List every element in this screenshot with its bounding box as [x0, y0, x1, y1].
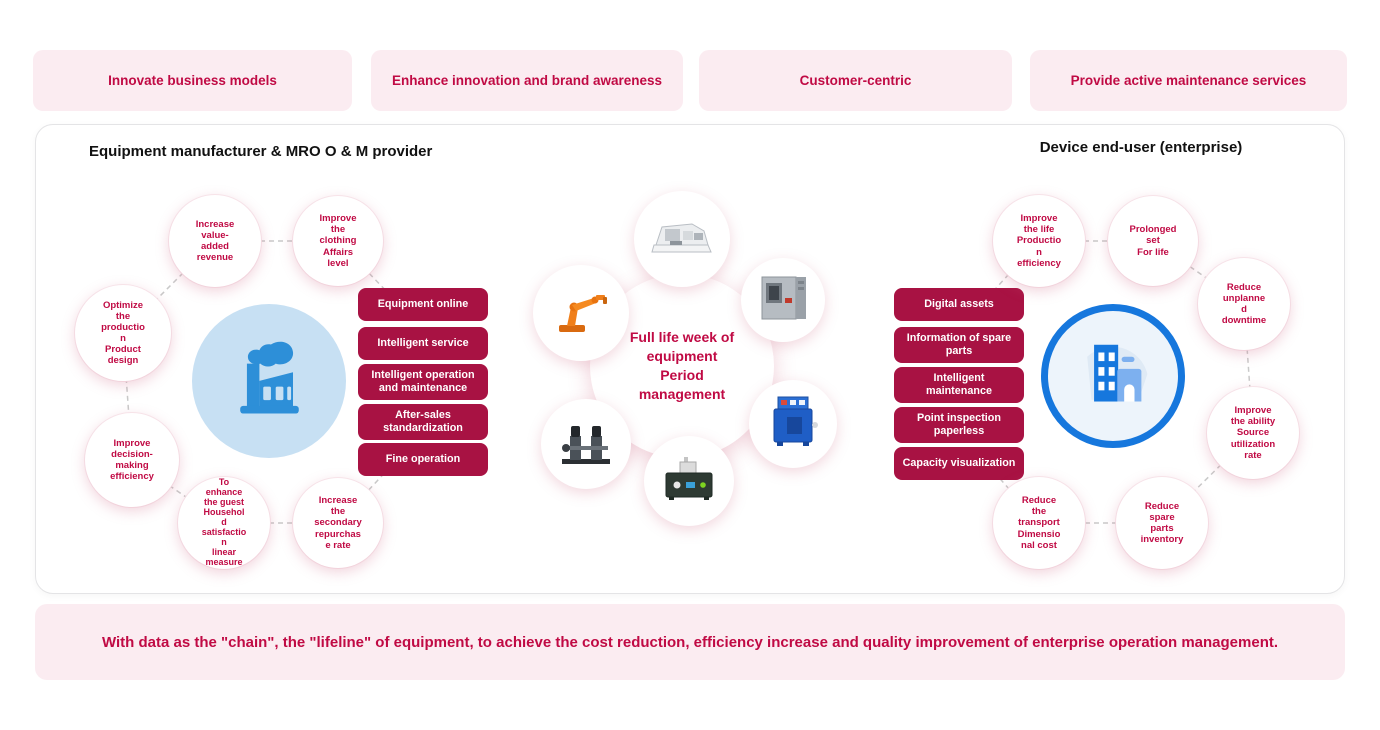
machine-circle [644, 436, 734, 526]
benefit-circle: To enhance the guest Househol d satisfac… [178, 477, 270, 569]
benefit-circle: Reduce the transport Dimensio nal cost [993, 477, 1085, 569]
benefit-circle-label: Optimize the productio n Product design [101, 299, 145, 367]
building-icon [1070, 331, 1156, 422]
industrial-furnace-image [765, 394, 821, 455]
benefit-circle-label: Increase value- added revenue [195, 218, 235, 264]
top-box-innovate: Innovate business models [33, 50, 352, 111]
right-heading: Device end-user (enterprise) [1039, 139, 1243, 156]
robot-arm-image [551, 285, 611, 342]
benefit-circle-label: Improve the life Productio n efficiency [1016, 213, 1062, 269]
capability-button-fine-operation[interactable]: Fine operation [358, 443, 488, 476]
benefit-circle: Optimize the productio n Product design [75, 285, 171, 381]
machine-circle [741, 258, 825, 342]
benefit-circle: Increase the secondary repurchas e rate [293, 478, 383, 568]
top-box-brand: Enhance innovation and brand awareness [371, 50, 683, 111]
top-box-customer: Customer-centric [699, 50, 1012, 111]
capability-button-spare-parts-info[interactable]: Information of spare parts [894, 327, 1024, 363]
factory-icon [221, 331, 317, 432]
main-panel: Equipment manufacturer & MRO O & M provi… [35, 124, 1345, 594]
cnc-machine-image [650, 215, 714, 264]
benefit-circle-label: Reduce the transport Dimensio nal cost [1017, 495, 1061, 551]
benefit-circle-label: Improve the ability Source utilization r… [1230, 405, 1276, 461]
capability-button-digital-assets[interactable]: Digital assets [894, 288, 1024, 321]
benefit-circle-label: To enhance the guest Househol d satisfac… [201, 477, 247, 567]
benefit-circle-label: Improve the clothing Affairs level [319, 213, 357, 269]
capability-button-after-sales[interactable]: After-sales standardization [358, 404, 488, 440]
banner-text: With data as the "chain", the "lifeline"… [101, 633, 1279, 651]
lifecycle-title: Full life week of equipment Period manag… [629, 329, 735, 402]
pump-unit-image [557, 417, 615, 472]
machine-circle [634, 191, 730, 287]
benefit-circle-label: Reduce spare parts inventory [1140, 500, 1184, 546]
top-box-label: Provide active maintenance services [1070, 73, 1307, 88]
capability-button-intelligent-service[interactable]: Intelligent service [358, 327, 488, 360]
top-box-label: Customer-centric [799, 73, 912, 88]
control-box-image [660, 456, 718, 507]
benefit-circle: Improve the ability Source utilization r… [1207, 387, 1299, 479]
capability-button-intelligent-om[interactable]: Intelligent operation and maintenance [358, 364, 488, 400]
machine-circle [749, 380, 837, 468]
benefit-circle: Increase value- added revenue [169, 195, 261, 287]
benefit-circle: Improve the clothing Affairs level [293, 196, 383, 286]
capability-button-intelligent-maintenance[interactable]: Intelligent maintenance [894, 367, 1024, 403]
benefit-circle-label: Prolonged set For life [1129, 224, 1177, 258]
test-chamber-image [756, 272, 810, 329]
top-box-label: Innovate business models [108, 73, 277, 88]
benefit-circle: Improve decision- making efficiency [85, 413, 179, 507]
benefit-circle: Reduce spare parts inventory [1116, 477, 1208, 569]
enterprise-hub [1041, 304, 1185, 448]
capability-button-point-inspection[interactable]: Point inspection paperless [894, 407, 1024, 443]
machine-circle [533, 265, 629, 361]
left-heading: Equipment manufacturer & MRO O & M provi… [89, 143, 433, 160]
benefit-circle-label: Increase the secondary repurchas e rate [314, 495, 362, 551]
top-box-maintenance: Provide active maintenance services [1030, 50, 1347, 111]
benefit-circle: Reduce unplanne d downtime [1198, 258, 1290, 350]
capability-button-equipment-online[interactable]: Equipment online [358, 288, 488, 321]
benefit-circle: Prolonged set For life [1108, 196, 1198, 286]
machine-circle [541, 399, 631, 489]
benefit-circle: Improve the life Productio n efficiency [993, 195, 1085, 287]
manufacturer-hub [192, 304, 346, 458]
top-box-label: Enhance innovation and brand awareness [391, 73, 663, 88]
bottom-banner: With data as the "chain", the "lifeline"… [35, 604, 1345, 680]
benefit-circle-label: Reduce unplanne d downtime [1221, 281, 1267, 327]
benefit-circle-label: Improve decision- making efficiency [110, 437, 154, 483]
capability-button-capacity-visualization[interactable]: Capacity visualization [894, 447, 1024, 480]
